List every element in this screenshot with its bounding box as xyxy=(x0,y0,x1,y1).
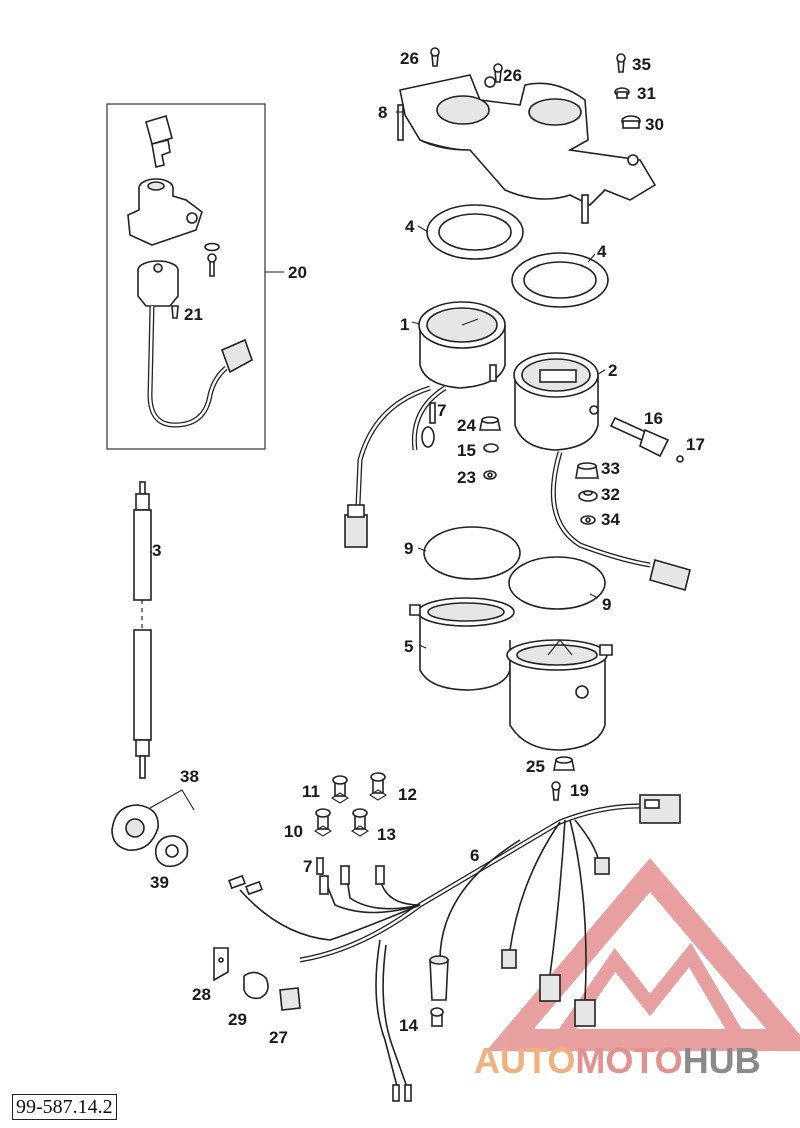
callout-8: 8 xyxy=(378,103,387,122)
bezel-ring-1 xyxy=(426,204,524,260)
speedometer-unit xyxy=(344,301,506,548)
seal-ring-2 xyxy=(508,556,606,610)
watermark-text-part1: AUTO xyxy=(474,1040,576,1081)
ignition-group-frame xyxy=(106,103,266,450)
callout-14: 14 xyxy=(399,1016,418,1035)
callout-35: 35 xyxy=(632,55,651,74)
instrument-housing-top xyxy=(397,74,657,224)
speedometer-drive xyxy=(111,789,195,868)
callout-16: 16 xyxy=(644,409,663,428)
callout-39: 39 xyxy=(150,873,169,892)
watermark-text-part2: MOTO xyxy=(575,1040,683,1081)
callout-20: 20 xyxy=(288,263,307,282)
callout-34: 34 xyxy=(601,510,620,529)
callout-25: 25 xyxy=(526,757,545,776)
callout-29: 29 xyxy=(228,1010,247,1029)
document-number: 99-587.14.2 xyxy=(12,1094,117,1120)
callout-11: 11 xyxy=(302,782,320,801)
ignition-key xyxy=(145,114,173,168)
callout-31: 31 xyxy=(637,84,656,103)
callout-7b: 7 xyxy=(303,857,312,876)
callout-26a: 26 xyxy=(400,49,419,68)
callout-9b: 9 xyxy=(602,595,611,614)
callout-6: 6 xyxy=(470,846,479,865)
watermark-logo xyxy=(486,857,800,1051)
watermark-text-part3: HUB xyxy=(682,1040,761,1081)
callout-26b: 26 xyxy=(503,66,522,85)
callout-38: 38 xyxy=(180,767,199,786)
callout-4a: 4 xyxy=(405,217,415,236)
callout-13: 13 xyxy=(377,825,396,844)
bezel-ring-2 xyxy=(511,252,609,308)
ignition-switch xyxy=(137,260,253,428)
callout-27: 27 xyxy=(269,1028,288,1047)
wiring-harness xyxy=(228,794,681,1102)
callout-9a: 9 xyxy=(404,539,413,558)
callout-1: 1 xyxy=(400,315,409,334)
bulb-socket xyxy=(429,955,449,1027)
callout-17: 17 xyxy=(686,435,705,454)
callout-4b: 4 xyxy=(597,242,607,261)
callout-7a: 7 xyxy=(437,401,446,420)
callout-21: 21 xyxy=(184,305,203,324)
seal-ring-1 xyxy=(423,526,521,580)
callout-30: 30 xyxy=(645,115,664,134)
callout-12: 12 xyxy=(398,785,417,804)
callout-23: 23 xyxy=(457,468,476,487)
instrument-housing-bottom xyxy=(409,597,613,751)
callout-32: 32 xyxy=(601,485,620,504)
callout-5: 5 xyxy=(404,637,413,656)
callout-24: 24 xyxy=(457,416,476,435)
speedometer-cable xyxy=(133,481,152,779)
callout-2: 2 xyxy=(608,361,617,380)
indicator-bulbs xyxy=(313,772,388,837)
callout-10: 10 xyxy=(284,822,303,841)
callout-3: 3 xyxy=(152,541,161,560)
ignition-lock xyxy=(127,178,203,246)
callout-28: 28 xyxy=(192,985,211,1004)
watermark-text: AUTOMOTOHUB xyxy=(474,1040,761,1082)
callout-labels: 26 26 35 31 30 8 4 4 20 21 1 2 7 16 17 2… xyxy=(150,49,705,1047)
callout-33: 33 xyxy=(601,459,620,478)
tachometer-unit xyxy=(513,352,691,591)
callout-15: 15 xyxy=(457,441,476,460)
callout-19: 19 xyxy=(570,781,589,800)
